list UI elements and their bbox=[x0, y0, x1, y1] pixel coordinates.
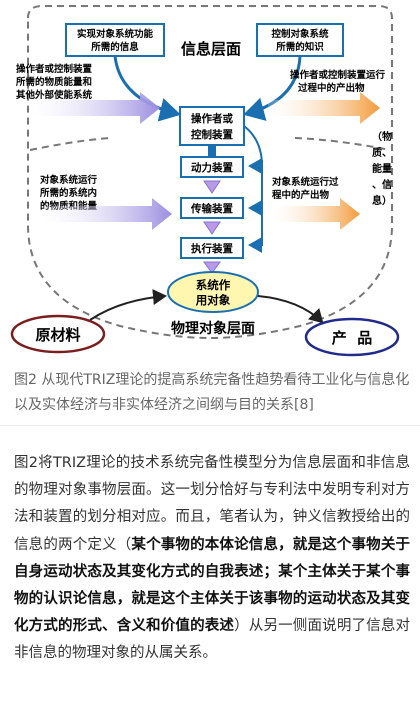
side-vertical-3: 能量 bbox=[372, 162, 392, 175]
right-output-top-line1: 操作者或控制装置运行 bbox=[290, 69, 386, 81]
operator-box-line1: 操作者或 bbox=[191, 112, 233, 125]
left-input-top-line1: 操作者或控制装置 bbox=[16, 63, 93, 75]
side-vertical-label: （物 质、 能量 、信 息） bbox=[372, 130, 392, 207]
transmission-box-label: 传输装置 bbox=[190, 202, 233, 215]
left-input-mid-arrow bbox=[42, 198, 172, 230]
product: 产 品 bbox=[304, 317, 400, 357]
info-layer-label: 信息层面 bbox=[181, 40, 241, 58]
paragraph-bold: 某个事物的本体论信息，就是这个事物关于自身运动状态及其变化方式的自我表述；某个主… bbox=[14, 536, 411, 635]
body-paragraph: 图2将TRIZ理论的技术系统完备性模型分为信息层面和非信息的物理对象事物层面。这… bbox=[14, 450, 410, 668]
side-vertical-2: 质、 bbox=[372, 146, 392, 159]
triz-system-diagram: 实现对象系统功能 所需的信息 控制对象系统 所需的知识 信息层面 操作者或控制装… bbox=[10, 5, 400, 357]
left-input-mid-line2: 所需的系统内 bbox=[40, 187, 97, 199]
feedback-arrow-upper bbox=[243, 125, 264, 174]
right-output-mid: 对象系统运行过 程中的产出物 bbox=[272, 176, 339, 201]
right-output-mid-line2: 程中的产出物 bbox=[272, 189, 330, 201]
left-input-top-line2: 所需的物质能量和 bbox=[16, 76, 92, 88]
top-box-right: 控制对象系统 所需的知识 bbox=[256, 23, 344, 57]
top-box-left-line2: 所需的信息 bbox=[91, 41, 139, 53]
layer-divider-dashed-right bbox=[294, 137, 391, 151]
connector-1 bbox=[208, 145, 216, 157]
physical-layer-label: 物理对象层面 bbox=[171, 320, 255, 337]
outer-dashed-boundary bbox=[27, 5, 393, 340]
right-output-top-arrow bbox=[268, 92, 380, 124]
right-output-mid-arrow bbox=[272, 198, 360, 230]
operator-box-line2: 控制装置 bbox=[191, 128, 233, 141]
object-system-line1: 系统作 bbox=[196, 278, 231, 292]
power-box: 动力装置 bbox=[180, 156, 244, 178]
object-system: 系统作 用对象 bbox=[167, 271, 259, 313]
right-output-top: 操作者或控制装置运行 过程中的产出物 bbox=[290, 69, 386, 94]
raw-material: 原材料 bbox=[10, 314, 106, 354]
left-input-top-line3: 其他外部使能系统 bbox=[16, 89, 93, 101]
top-box-right-line2: 所需的知识 bbox=[276, 41, 324, 53]
right-output-top-line2: 过程中的产出物 bbox=[298, 82, 365, 94]
right-output-mid-line1: 对象系统运行过 bbox=[272, 176, 339, 188]
raw-material-label: 原材料 bbox=[35, 326, 80, 344]
transmission-box: 传输装置 bbox=[180, 197, 244, 219]
top-box-left-line1: 实现对象系统功能 bbox=[77, 28, 154, 40]
actuator-box: 执行装置 bbox=[180, 237, 244, 259]
triangle-1-icon bbox=[203, 180, 221, 194]
left-input-mid-line1: 对象系统运行 bbox=[40, 174, 98, 186]
feedback-arrow-lower bbox=[248, 160, 263, 253]
product-label: 产 品 bbox=[332, 329, 372, 347]
side-vertical-5: 息） bbox=[372, 194, 392, 207]
knowledge-to-operator-arrow bbox=[243, 55, 302, 121]
operator-box: 操作者或 控制装置 bbox=[179, 106, 245, 146]
triangle-3-icon bbox=[203, 261, 221, 274]
side-vertical-1: （物 bbox=[372, 130, 392, 143]
paragraph-part2: ）从另一侧面说明了信息对非信息的物理对象的从属关系。 bbox=[14, 618, 411, 662]
object-system-line2: 用对象 bbox=[195, 293, 231, 307]
layer-divider-dashed bbox=[29, 137, 111, 151]
side-vertical-4: 、信 bbox=[372, 178, 392, 191]
figure-caption: 图2 从现代TRIZ理论的提高系统完备性趋势看待工业化与信息化以及实体经济与非实… bbox=[14, 372, 410, 413]
paragraph-part1: 图2将TRIZ理论的技术系统完备性模型分为信息层面和非信息的物理对象事物层面。这… bbox=[14, 455, 410, 553]
left-input-top: 操作者或控制装置 所需的物质能量和 其他外部使能系统 bbox=[16, 63, 93, 101]
top-box-left: 实现对象系统功能 所需的信息 bbox=[65, 23, 165, 57]
triangle-2-icon bbox=[203, 221, 221, 235]
divider bbox=[0, 425, 420, 426]
actuator-box-label: 执行装置 bbox=[191, 242, 233, 255]
power-box-label: 动力装置 bbox=[191, 161, 233, 174]
object-to-product-arrow bbox=[257, 295, 324, 324]
left-input-top-arrow bbox=[30, 92, 160, 124]
info-to-operator-arrow bbox=[113, 55, 181, 122]
top-box-right-line1: 控制对象系统 bbox=[271, 28, 329, 40]
raw-to-object-arrow bbox=[89, 289, 167, 321]
